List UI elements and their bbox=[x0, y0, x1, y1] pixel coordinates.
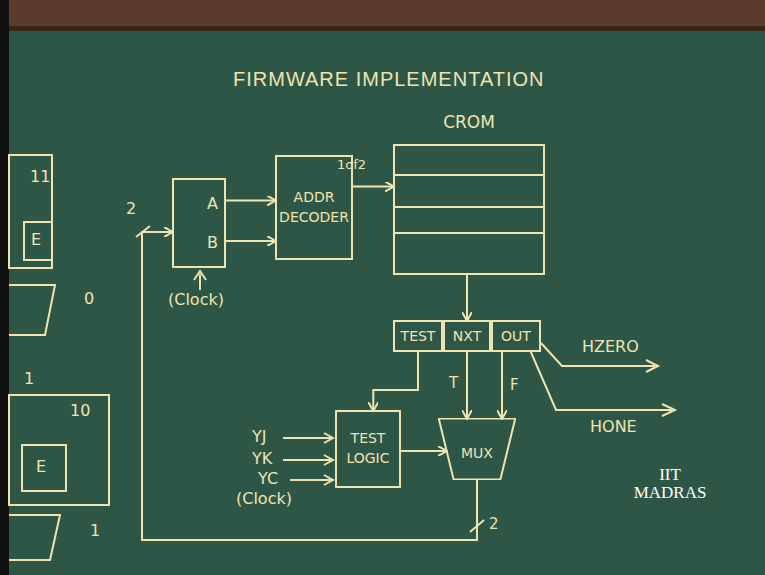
signal-label: HZERO bbox=[582, 338, 639, 356]
signal-label: E bbox=[36, 458, 46, 476]
signal-label: 1 bbox=[90, 522, 100, 540]
connector bbox=[226, 240, 275, 242]
rom-row-line bbox=[395, 232, 543, 234]
node-text: B bbox=[207, 233, 218, 252]
signal-label: 0 bbox=[84, 290, 94, 308]
node-text: TEST bbox=[401, 328, 436, 344]
node-text: NXT bbox=[453, 328, 481, 344]
watermark: IIT MADRAS bbox=[628, 466, 712, 502]
connector bbox=[466, 352, 468, 418]
rom-row-line bbox=[395, 206, 543, 208]
node-text: ADDR DECODER bbox=[277, 188, 351, 227]
signal-label: YJ bbox=[252, 428, 267, 446]
edge-label: F bbox=[508, 377, 521, 394]
connector bbox=[142, 232, 477, 540]
board-frame bbox=[0, 0, 765, 30]
signal-label: 1 bbox=[24, 370, 34, 388]
board-edge bbox=[0, 0, 9, 575]
control-rom: CROM bbox=[393, 112, 545, 275]
signal-wires bbox=[136, 226, 675, 532]
node-text: MUX bbox=[461, 445, 493, 461]
partial-figure bbox=[9, 155, 109, 560]
field-box: TEST bbox=[393, 320, 443, 352]
edge-label: T bbox=[447, 375, 460, 392]
logic-box: TEST LOGIC bbox=[335, 410, 401, 488]
register-box: AB bbox=[172, 178, 226, 268]
signal-label: YC bbox=[258, 470, 278, 488]
signal-label: 11 bbox=[30, 168, 50, 186]
connector bbox=[466, 275, 468, 320]
signal-label: 1of2 bbox=[337, 158, 366, 173]
signal-label: (Clock) bbox=[236, 490, 292, 508]
node-text: OUT bbox=[501, 328, 531, 344]
connector bbox=[401, 450, 446, 452]
signal-label: (Clock) bbox=[168, 291, 224, 309]
signal-label: 2 bbox=[126, 200, 136, 218]
rom-heading: CROM bbox=[443, 112, 495, 132]
connector bbox=[226, 200, 275, 202]
field-box: NXT bbox=[443, 320, 491, 352]
mux-trapezoid: MUX bbox=[438, 418, 516, 480]
signal-label: E bbox=[31, 231, 41, 249]
signal-label: HONE bbox=[590, 418, 637, 436]
connector bbox=[373, 352, 418, 410]
rom-rows bbox=[393, 144, 545, 275]
connector bbox=[501, 352, 503, 418]
node-text: A bbox=[207, 194, 218, 213]
signal-label: 10 bbox=[70, 402, 90, 420]
field-box: OUT bbox=[491, 320, 541, 352]
connector bbox=[353, 186, 393, 188]
signal-label: YK bbox=[252, 450, 272, 468]
rom-row-line bbox=[395, 174, 543, 176]
diagram-title: FIRMWARE IMPLEMENTATION bbox=[233, 68, 545, 91]
edge-label: 2 bbox=[487, 516, 501, 533]
board-frame-edge bbox=[0, 26, 765, 31]
node-text: TEST LOGIC bbox=[337, 429, 399, 468]
